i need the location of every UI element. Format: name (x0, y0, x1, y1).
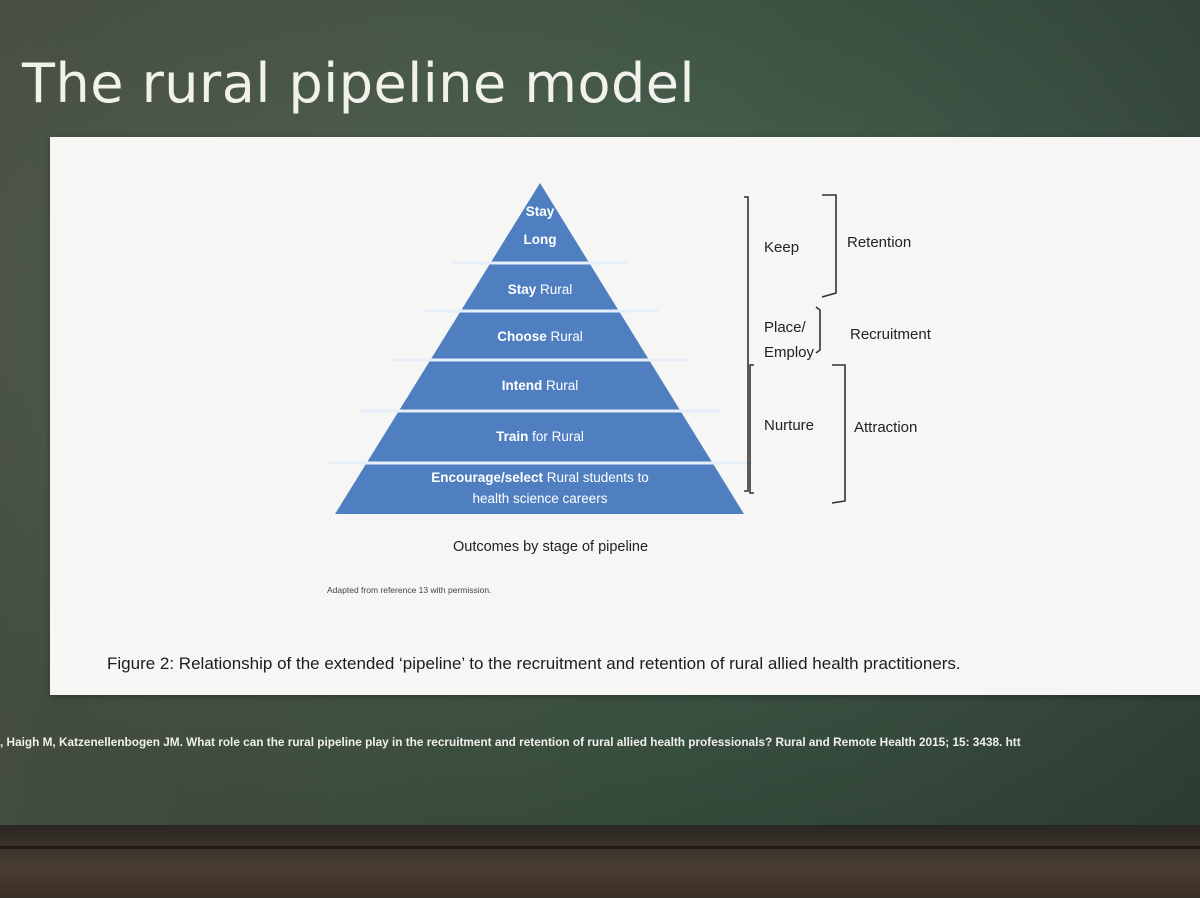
figure-panel: Stay Long Stay Rural Choose Rural Intend… (50, 137, 1200, 695)
keep-bracket (744, 196, 749, 492)
place-employ-bracket (815, 306, 821, 354)
outcomes-caption: Outcomes by stage of pipeline (453, 539, 648, 555)
pyramid-label-train-for-rural: Train for Rural (496, 429, 584, 444)
pyramid-label-stay: Stay (526, 204, 555, 219)
outcome-attraction: Attraction (854, 419, 917, 436)
pyramid (335, 183, 744, 514)
stage-nurture: Nurture (764, 417, 814, 434)
outcome-retention: Retention (847, 234, 911, 251)
slide-citation: , Haigh M, Katzenellenbogen JM. What rol… (0, 735, 1021, 749)
outcome-recruitment: Recruitment (850, 326, 932, 343)
pyramid-label-encourage-line2: health science careers (472, 491, 607, 506)
nurture-outcome-bracket (831, 364, 846, 504)
pyramid-label-choose-rural: Choose Rural (497, 329, 583, 344)
pyramid-label-intend-rural: Intend Rural (502, 378, 579, 393)
stage-employ: Employ (764, 344, 815, 361)
pyramid-label-stay-rural: Stay Rural (508, 282, 573, 297)
bezel-edge (0, 846, 1200, 849)
pyramid-label-long: Long (524, 232, 557, 247)
stage-place: Place/ (764, 319, 807, 336)
adapted-note: Adapted from reference 13 with permissio… (327, 585, 491, 595)
pipeline-diagram: Stay Long Stay Rural Choose Rural Intend… (50, 137, 961, 673)
pyramid-label-encourage: Encourage/select Rural students to (431, 470, 649, 485)
outcome-brackets (821, 194, 846, 504)
figure-caption: Figure 2: Relationship of the extended ‘… (107, 654, 961, 673)
pyramid-body (50, 137, 287, 184)
projector-bezel (0, 825, 1200, 898)
slide-title: The rural pipeline model (22, 52, 696, 115)
retention-bracket (821, 194, 837, 298)
stage-keep: Keep (764, 239, 799, 256)
pyramid: Stay Long Stay Rural Choose Rural Intend… (50, 137, 752, 514)
stage-brackets (744, 196, 821, 494)
nurture-bracket (749, 364, 754, 494)
